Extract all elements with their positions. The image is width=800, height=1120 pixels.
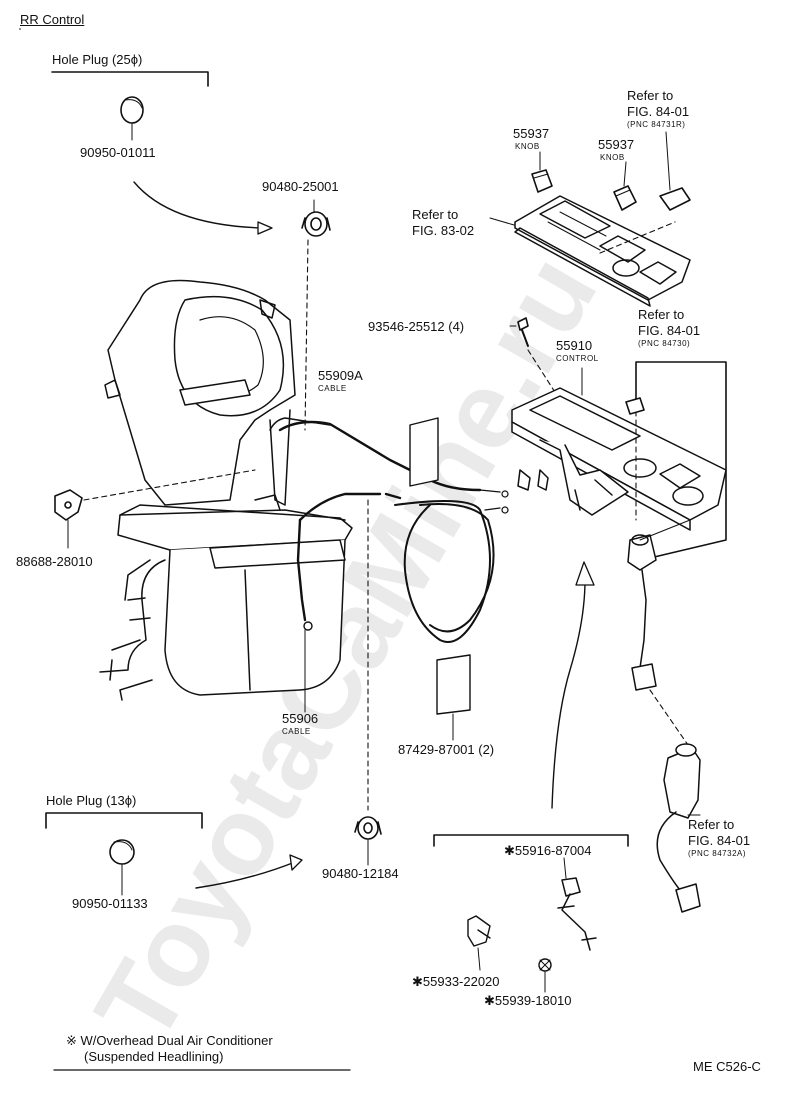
hole-plug-25-label: Hole Plug (25ϕ) <box>52 52 143 67</box>
control-55910-drawing <box>511 387 727 531</box>
ref4-line2: FIG. 84-01 <box>688 833 751 848</box>
washer-55939-icon <box>538 958 552 972</box>
ref1-line3: (PNC 84731R) <box>627 120 686 129</box>
hole-plug-25-icon <box>120 96 144 141</box>
knob-b-label: KNOB <box>600 153 625 162</box>
heater-unit-drawing <box>99 279 353 701</box>
lever-55916-drawing <box>557 877 597 951</box>
figure-code: ME C526-C <box>693 1059 761 1074</box>
ref2-line2: FIG. 83-02 <box>412 223 475 238</box>
part-55933-label: ✱55933-22020 <box>412 974 500 989</box>
hole-plug-13-icon <box>109 839 135 865</box>
part-55909A-label: 55909A <box>318 368 363 383</box>
footnote-line2: (Suspended Headlining) <box>84 1049 224 1064</box>
grommet-upper-icon <box>301 211 331 237</box>
upper-panel-drawing <box>514 195 691 307</box>
control-label: CONTROL <box>556 354 599 363</box>
part-90950-01011-label: 90950-01011 <box>80 145 156 160</box>
part-87429-label: 87429-87001 (2) <box>398 742 495 757</box>
screw-93546-icon <box>517 317 529 347</box>
ref3-bracket <box>635 361 727 559</box>
part-90480-25001-label: 90480-25001 <box>262 179 339 194</box>
cable-55909A <box>278 420 495 643</box>
grommet-lower-icon <box>354 816 382 840</box>
knob-84731R-icon <box>659 187 691 211</box>
ref4-line1: Refer to <box>688 817 735 832</box>
clip-88688-icon <box>54 489 83 521</box>
arrow-upper-left <box>133 181 263 229</box>
ref1-line1: Refer to <box>627 88 674 103</box>
ref3-line2: FIG. 84-01 <box>638 323 701 338</box>
bolt-84730-icon <box>625 397 645 415</box>
ref3-line3: (PNC 84730) <box>638 339 691 348</box>
cable-end-55909A <box>479 489 501 511</box>
part-90480-12184-label: 90480-12184 <box>322 866 399 881</box>
part-88688-label: 88688-28010 <box>16 554 93 569</box>
clip-55933-icon <box>467 915 491 947</box>
footnote-line1: ※ W/Overhead Dual Air Conditioner <box>66 1033 273 1048</box>
label-87429-upper <box>409 417 439 487</box>
switch-84730-drawing <box>627 534 657 691</box>
part-55916-label: ✱55916-87004 <box>504 843 592 858</box>
label-87429-lower <box>436 654 471 715</box>
cable-55906 <box>296 492 402 631</box>
arrow-lower-right <box>551 579 586 809</box>
ref1-line2: FIG. 84-01 <box>627 104 690 119</box>
knob-a-label: KNOB <box>515 142 540 151</box>
ref4-line3: (PNC 84732A) <box>688 849 747 858</box>
part-93546-label: 93546-25512 (4) <box>368 319 465 334</box>
hole-plug-25-bracket <box>51 71 209 87</box>
switch-84732A-drawing <box>656 743 701 913</box>
ref2-line1: Refer to <box>412 207 459 222</box>
hole-plug-13-label: Hole Plug (13ϕ) <box>46 793 137 808</box>
knob-55937-a-icon <box>531 169 553 193</box>
page-title: RR Control <box>20 12 85 27</box>
hole-plug-13-bracket <box>45 812 203 829</box>
ref3-line1: Refer to <box>638 307 685 322</box>
part-55939-label: ✱55939-18010 <box>484 993 572 1008</box>
part-55910-label: 55910 <box>556 338 593 353</box>
part-90950-01133-label: 90950-01133 <box>72 896 148 911</box>
part-55906-label: 55906 <box>282 711 319 726</box>
part-55937-b-label: 55937 <box>598 137 635 152</box>
rear-parts-bracket <box>433 834 629 847</box>
cable-a-label: CABLE <box>318 384 347 393</box>
cable-b-label: CABLE <box>282 727 311 736</box>
knob-55937-b-icon <box>613 185 637 211</box>
part-55937-a-label: 55937 <box>513 126 550 141</box>
